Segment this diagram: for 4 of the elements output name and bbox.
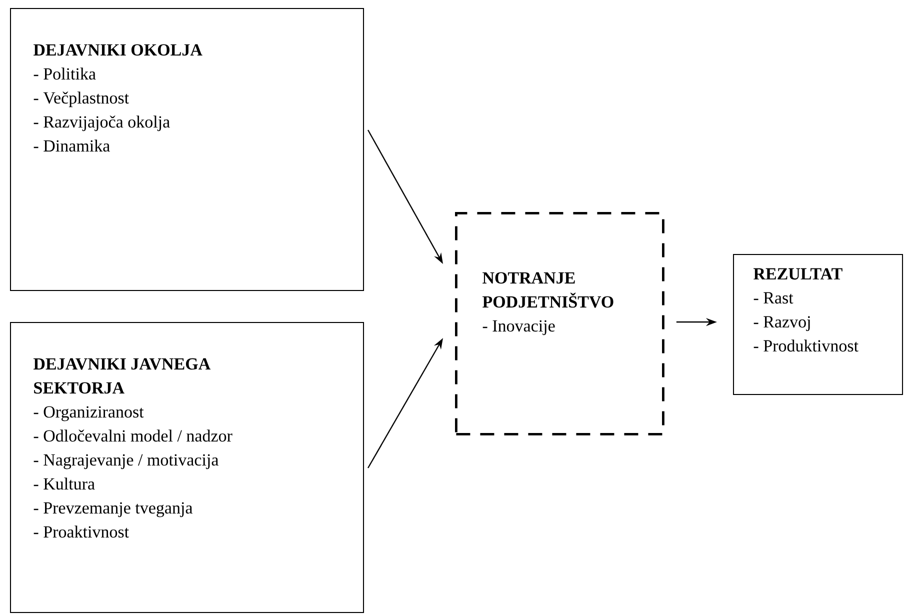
text-box: DEJAVNIKI JAVNEGA SEKTORJA - Organiziranost - Odločevalni model / nadzor - Nagrajevanje / motivacija - Kultura - Prevzemanje tveganja - Proaktivnost [10,322,364,613]
text-box: REZULTAT - Rast - Razvoj - Produktivnost [733,254,903,395]
text-box: DEJAVNIKI OKOLJA - Politika - Večplastnost - Razvijajoča okolja - Dinamika [10,8,364,291]
dashed-box: NOTRANJE PODJETNIŠTVO - Inovacije [455,212,664,436]
